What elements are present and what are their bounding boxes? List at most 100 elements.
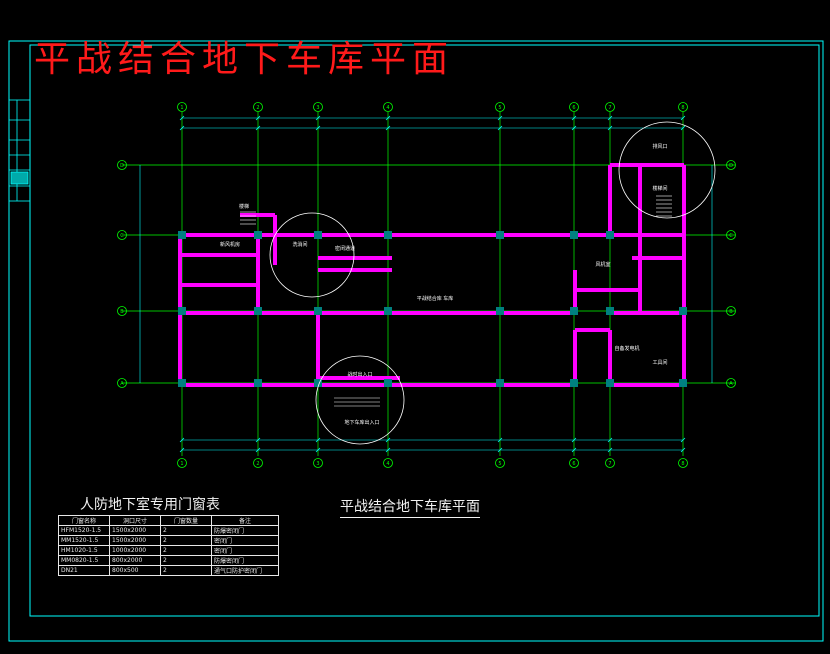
- room-label: 风机室: [595, 261, 610, 268]
- axis-bubble-label: 1: [180, 105, 183, 111]
- table-cell: 密闭门: [211, 545, 279, 556]
- room-label: 楼梯: [239, 203, 249, 210]
- axis-bubble-label: 7: [608, 461, 611, 467]
- column: [384, 307, 392, 315]
- table-cell: MM1520-1.5: [58, 535, 110, 546]
- axis-bubble-label: 4: [386, 461, 389, 467]
- dimension-tick: [315, 125, 321, 131]
- axis-bubble-label: 7: [608, 105, 611, 111]
- table-cell: DN21: [58, 565, 110, 576]
- table-cell: 800x500: [109, 565, 161, 576]
- axis-bubble-label: B: [120, 309, 124, 315]
- axis-bubble-label: A: [729, 381, 733, 387]
- table-row: HM1020-1.5 1000x2000 2 密闭门: [58, 545, 279, 556]
- axis-bubble-label: 4: [386, 105, 389, 111]
- axis-bubble: [569, 458, 579, 468]
- dimension-tick: [571, 437, 577, 443]
- dimension-tick: [607, 125, 613, 131]
- column: [570, 379, 578, 387]
- axis-bubble-label: 2: [256, 461, 259, 467]
- room-label: 平战结合库 车库: [417, 295, 454, 302]
- axis-bubble: [117, 306, 127, 316]
- room-label: 新风机房: [220, 241, 240, 248]
- dimension-tick: [385, 437, 391, 443]
- axis-bubble: [383, 458, 393, 468]
- axis-bubble-label: 3: [316, 105, 319, 111]
- column: [679, 307, 687, 315]
- axis-bubble-label: C: [729, 233, 733, 239]
- table-cell: 1500x2000: [109, 525, 161, 536]
- axis-bubble: [117, 378, 127, 388]
- axis-bubble-label: 8: [681, 461, 684, 467]
- axis-bubble: [253, 458, 263, 468]
- axis-bubble-label: C: [120, 233, 124, 239]
- dimension-tick: [179, 115, 185, 121]
- table-header-cell: 门窗数量: [160, 515, 212, 526]
- dimension-tick: [571, 447, 577, 453]
- axis-bubble: [569, 102, 579, 112]
- column: [496, 307, 504, 315]
- column: [606, 231, 614, 239]
- axis-bubble-label: 6: [572, 461, 575, 467]
- column: [496, 231, 504, 239]
- room-label: 楼梯间: [652, 185, 667, 192]
- axis-bubble-label: B: [729, 309, 733, 315]
- column: [570, 307, 578, 315]
- axis-bubble: [495, 458, 505, 468]
- table-cell: 2: [160, 555, 212, 566]
- axis-bubble: [605, 458, 615, 468]
- table-cell: 2: [160, 535, 212, 546]
- table-cell: 通气口防护密闭门: [211, 565, 279, 576]
- room-label: 战时出入口: [347, 371, 372, 378]
- axis-bubble: [495, 102, 505, 112]
- axis-bubble-label: 2: [256, 105, 259, 111]
- dimension-tick: [255, 437, 261, 443]
- detail-circles: [269, 121, 716, 445]
- axis-bubble-label: 5: [498, 105, 501, 111]
- room-labels: 平战结合库 车库风机室新风机房工具间自备发电机楼梯间洗消间密闭通道战时出入口地下…: [220, 143, 668, 426]
- axis-bubble-label: 1: [180, 461, 183, 467]
- dimension-tick: [607, 447, 613, 453]
- room-label: 密闭通道: [335, 245, 355, 252]
- table-cell: HM1020-1.5: [58, 545, 110, 556]
- drawing-title: 平战结合地下车库平面: [34, 39, 455, 80]
- dimension-tick: [497, 115, 503, 121]
- table-header-cell: 门窗名称: [58, 515, 110, 526]
- table-cell: HFM1520-1.5: [58, 525, 110, 536]
- plan-subtitle: 平战结合地下车库平面: [340, 496, 480, 518]
- table-cell: 2: [160, 525, 212, 536]
- table-cell: 2: [160, 545, 212, 556]
- axis-bubble: [117, 230, 127, 240]
- room-label: 工具间: [652, 359, 667, 366]
- table-cell: 800x2000: [109, 555, 161, 566]
- dimension-tick: [680, 115, 686, 121]
- table-cell: 1500x2000: [109, 535, 161, 546]
- dimension-tick: [385, 447, 391, 453]
- room-label: 自备发电机: [614, 345, 639, 352]
- column: [254, 379, 262, 387]
- table-row: HFM1520-1.5 1500x2000 2 防爆密闭门: [58, 525, 279, 536]
- axis-bubble: [726, 378, 736, 388]
- axis-bubble: [313, 102, 323, 112]
- column: [178, 231, 186, 239]
- axis-bubble: [383, 102, 393, 112]
- axis-bubble: [253, 102, 263, 112]
- columns: [178, 231, 687, 387]
- table-header-row: 门窗名称 洞口尺寸 门窗数量 备注: [58, 515, 279, 526]
- table-cell: 密闭门: [211, 535, 279, 546]
- dimension-tick: [497, 447, 503, 453]
- axis-bubble: [726, 230, 736, 240]
- column: [384, 379, 392, 387]
- column: [254, 307, 262, 315]
- column: [254, 231, 262, 239]
- table-cell: 1000x2000: [109, 545, 161, 556]
- axis-bubble-label: A: [120, 381, 124, 387]
- table-cell: MM0820-1.5: [58, 555, 110, 566]
- dimension-tick: [385, 115, 391, 121]
- door-window-table: 门窗名称 洞口尺寸 门窗数量 备注 HFM1520-1.5 1500x2000 …: [58, 515, 279, 576]
- dimension-tick: [607, 437, 613, 443]
- walls: [178, 163, 686, 387]
- dimension-tick: [680, 125, 686, 131]
- axis-bubble: [177, 458, 187, 468]
- dimension-tick: [315, 437, 321, 443]
